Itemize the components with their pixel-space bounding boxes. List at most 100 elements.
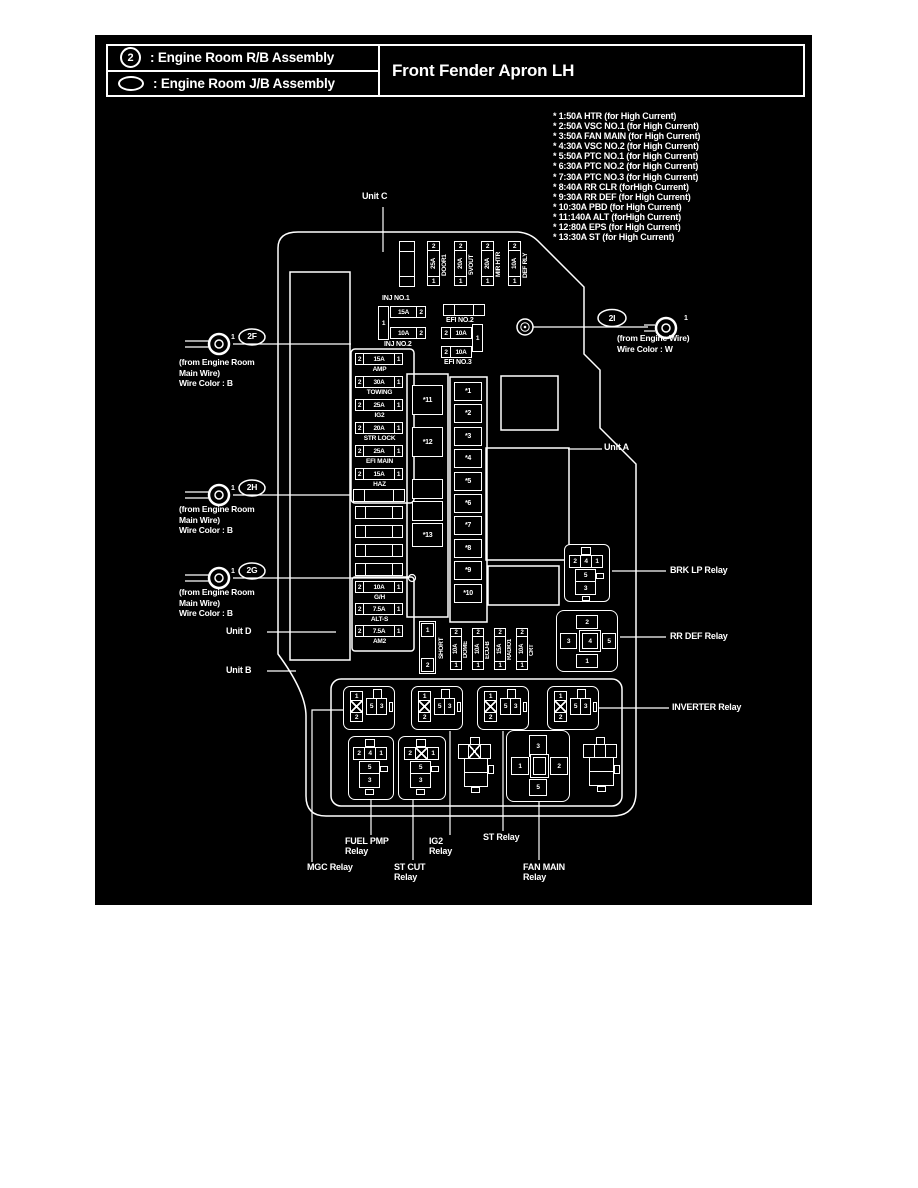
fuse-efi-main-label: EFI MAIN: [366, 458, 393, 465]
connector-2f-note: (from Engine Room Main Wire) Wire Color …: [179, 357, 255, 388]
fan-main-relay-label: FAN MAIN Relay: [523, 862, 565, 882]
fuel-pmp-relay: 2 4 1 5 3: [348, 736, 394, 800]
connector-2h-pin: 1: [231, 485, 235, 492]
connector-2g-pin: 1: [231, 568, 235, 575]
fuse-towing: 2 30A 1: [355, 376, 403, 388]
ig2-relay: 1 2 5 3: [411, 686, 463, 730]
rr-def-relay-label: RR DEF Relay: [670, 631, 728, 641]
fuse-str-lock: 2 20A 1: [355, 422, 403, 434]
unit-c-label: Unit C: [362, 191, 388, 201]
fuse-amp: 2 15A 1: [355, 353, 403, 365]
fuse-def-rly: 2 10A 1: [508, 241, 521, 286]
slot-9: *9: [454, 561, 482, 580]
fuse-mir-htr: 2 20A 1: [481, 241, 494, 286]
slot-4: *4: [454, 449, 482, 468]
brk-lp-relay-label: BRK LP Relay: [670, 565, 728, 575]
ig2-relay-label: IG2 Relay: [429, 836, 453, 856]
page-title: Front Fender Apron LH: [392, 60, 575, 80]
fuse-crt-label: CRT: [529, 644, 535, 656]
slot-2: *2: [454, 404, 482, 423]
blank-fuse: [355, 563, 403, 576]
slot-5: *5: [454, 472, 482, 491]
fuse-mir-htr-label: MIR HTR: [495, 252, 502, 278]
connector-2h-id: 2H: [246, 482, 258, 492]
blank-slot: [412, 501, 443, 521]
fuse-am2: 2 7.5A 1: [355, 625, 403, 637]
fuse-haz-label: HAZ: [373, 481, 386, 488]
st-cut-relay-label: ST CUT Relay: [394, 862, 426, 882]
list-line: * 1:50A HTR (for High Current): [553, 111, 677, 121]
fuse-ecu-b-label: ECU-B: [485, 641, 491, 659]
efi-no3-label: EFI NO.3: [444, 359, 472, 366]
inj-no1-label: INJ NO.1: [382, 295, 410, 302]
list-line: * 9:30A RR DEF (for High Current): [553, 191, 691, 202]
inverter-relay: 1 2 5 3: [547, 686, 599, 730]
list-line: * 10:30A PBD (for High Current): [553, 201, 682, 212]
connector-2f-pin: 1: [231, 334, 235, 341]
blank-slot: [412, 479, 443, 499]
blank-fuse: [399, 241, 415, 287]
fuel-pmp-relay-label: FUEL PMP Relay: [345, 836, 389, 856]
rr-def-relay: 2 3 4 5 1: [556, 610, 618, 672]
fuse-efi-no2: 2 10A: [441, 327, 472, 339]
fuse-short-label: SHORT: [438, 637, 445, 659]
blank-fuse: [353, 489, 405, 502]
rb-assembly-icon: 2: [120, 47, 141, 69]
high-current-list: * 1:50A HTR (for High Current) * 2:50A V…: [553, 111, 700, 242]
connector-2g-id: 2G: [246, 565, 258, 575]
rb-symbol: 2: [127, 51, 134, 64]
unit-a-label: Unit A: [604, 442, 629, 452]
connector-2h-note: (from Engine Room Main Wire) Wire Color …: [179, 504, 255, 535]
slot-1: *1: [454, 382, 482, 401]
fuse-gh-label: G/H: [374, 594, 385, 601]
fuse-radio1: 2 15A 1: [494, 628, 506, 670]
fan-main-relay: 3 1 2 5: [506, 730, 570, 802]
fuse-towing-label: TOWING: [366, 389, 393, 396]
fuse-dome: 2 10A 1: [450, 628, 462, 670]
inverter-relay-label: INVERTER Relay: [672, 702, 742, 712]
list-line: * 3:50A FAN MAIN (for High Current): [553, 131, 701, 142]
blank-fuse: [355, 544, 403, 557]
fuse-str-lock-label: STR LOCK: [363, 435, 396, 442]
fuse-amp-label: AMP: [372, 366, 387, 373]
slot-6: *6: [454, 494, 482, 513]
fuse-door1: 2 25A 1: [427, 241, 440, 286]
st-cut-relay: 2 1 5 3: [398, 736, 446, 800]
fuse-gh: 2 10A 1: [355, 581, 403, 593]
fuse-efi-no3: 2 10A: [441, 346, 472, 358]
fuse-door1-label: DOOR1: [441, 254, 448, 276]
list-line: * 7:30A PTC NO.3 (for High Current): [553, 171, 699, 182]
connector-2f-id: 2F: [247, 331, 257, 341]
fuse-dome-label: DOME: [463, 641, 469, 659]
inj-shared-pin: 1: [378, 306, 389, 340]
fuse-def-rly-label: DEF RLY: [522, 252, 529, 278]
slot-11: *11: [412, 385, 443, 415]
diagram-canvas: [95, 35, 812, 905]
slot-10: *10: [454, 584, 482, 603]
legend: 2 : Engine Room R/B Assembly : Engine Ro…: [106, 44, 805, 97]
fuse-haz: 2 15A 1: [355, 468, 403, 480]
fuse-ecu-b: 2 10A 1: [472, 628, 484, 670]
fuse-5vout-label: 5VOUT: [468, 254, 475, 276]
list-line: * 4:30A VSC NO.2 (for High Current): [553, 141, 699, 152]
st-relay-label: ST Relay: [483, 832, 520, 842]
fuse-inj-no1: 15A 2: [390, 306, 426, 318]
connector-2g-note: (from Engine Room Main Wire) Wire Color …: [179, 587, 255, 618]
list-line: * 12:80A EPS (for High Current): [553, 222, 681, 233]
connector-2i-note: (from Engine Wire) Wire Color : W: [617, 333, 690, 354]
fuse-short: 1 2: [419, 621, 436, 674]
blank-fuse: [443, 304, 485, 316]
jb-assembly-icon: [118, 75, 144, 91]
rb-assembly-label: : Engine Room R/B Assembly: [150, 50, 335, 66]
jb-assembly-label: : Engine Room J/B Assembly: [153, 75, 335, 91]
efi-no2-label: EFI NO.2: [446, 317, 474, 324]
fuse-alt-s-label: ALT-S: [370, 616, 389, 623]
list-line: * 13:30A ST (for High Current): [553, 232, 675, 243]
blank-fuse: [355, 506, 403, 519]
slot-13: *13: [412, 523, 443, 547]
slot-7: *7: [454, 516, 482, 535]
list-line: * 11:140A ALT (forHigh Current): [553, 211, 681, 222]
fuse-ig2-label: IG2: [374, 412, 385, 419]
unit-d-label: Unit D: [226, 626, 252, 636]
list-line: * 2:50A VSC NO.1 (for High Current): [553, 121, 699, 132]
